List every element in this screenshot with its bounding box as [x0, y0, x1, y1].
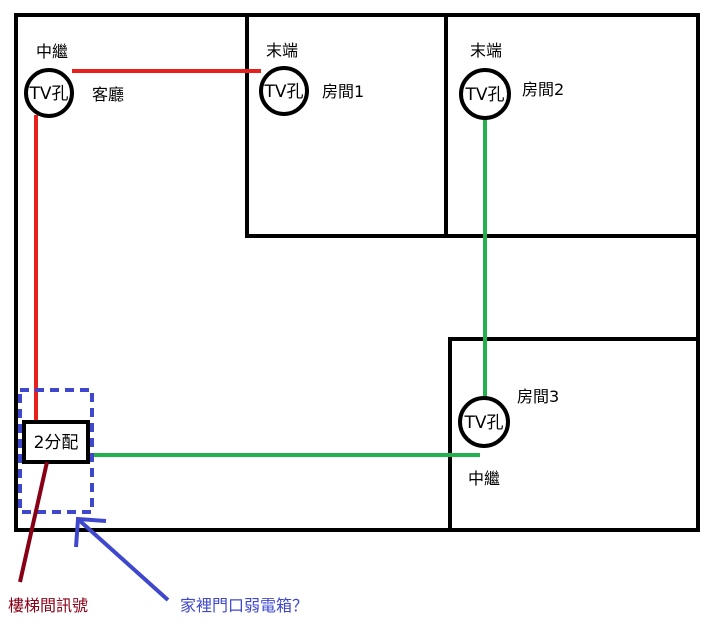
- room3-role-label: 中繼: [468, 469, 500, 488]
- room2-room-label: 房間2: [522, 80, 564, 99]
- room2-tv-outlet-icon: [459, 68, 511, 120]
- weak-box-arrow-shaft: [78, 519, 170, 602]
- room2-outlet-label: TV孔: [464, 85, 504, 105]
- room1-outlet-label: TV孔: [263, 82, 303, 102]
- living-room-label: 客廳: [92, 85, 124, 104]
- room3-room-label: 房間3: [517, 387, 559, 406]
- living-outlet-label: TV孔: [28, 84, 68, 104]
- room3-tv-outlet-icon: [458, 396, 510, 448]
- room2-role-label: 末端: [470, 41, 502, 60]
- living-tv-outlet-icon: [24, 68, 74, 118]
- room1-room-label: 房間1: [322, 82, 364, 101]
- room1-role-label: 末端: [266, 41, 298, 60]
- stair-signal-arrow: [18, 461, 49, 583]
- weak-box-arrow-head-icon: [74, 516, 107, 548]
- splitter-box: [22, 420, 90, 464]
- room1-tv-outlet-icon: [259, 66, 309, 116]
- weak-current-box-outline: [18, 388, 94, 514]
- living-role-label: 中繼: [36, 42, 68, 61]
- room3-wall: [448, 337, 700, 532]
- weak-box-question-label: 家裡門口弱電箱？: [180, 596, 308, 615]
- room2-wall: [444, 13, 700, 238]
- room3-outlet-label: TV孔: [463, 413, 503, 433]
- stair-signal-label: 樓梯間訊號: [8, 596, 88, 615]
- splitter-label: 2分配: [34, 433, 79, 453]
